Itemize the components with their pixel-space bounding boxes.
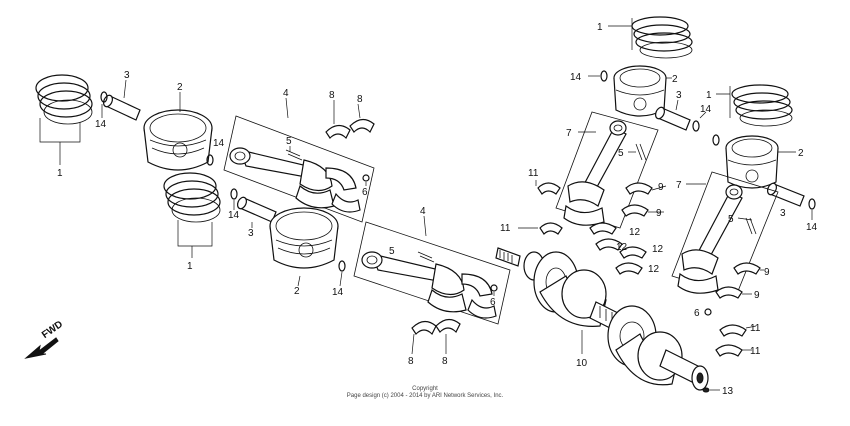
piston-pin-clip-lower-left[interactable] — [230, 188, 238, 200]
rod-nut-lower[interactable] — [490, 284, 498, 292]
callout-3a: 3 — [124, 70, 130, 81]
piston-rings-upper-right[interactable] — [631, 16, 693, 59]
callout-3c: 3 — [676, 90, 682, 101]
rod-bearing-right-lower-a[interactable] — [733, 262, 761, 275]
rod-bearing-right-upper-a[interactable] — [625, 182, 653, 195]
callout-1a: 1 — [57, 168, 63, 179]
piston-rings-upper-left[interactable] — [35, 74, 93, 125]
piston-pin-clip-lower-right[interactable] — [712, 134, 720, 146]
piston-pin-clip-upper-left[interactable] — [100, 91, 108, 103]
piston-pin-lower-left[interactable] — [236, 196, 277, 223]
piston-lower-left[interactable] — [269, 207, 339, 269]
callout-11a: 11 — [528, 168, 539, 179]
callout-6c: 6 — [694, 308, 700, 319]
callout-4b: 4 — [420, 206, 426, 217]
callout-2d: 2 — [798, 148, 804, 159]
callout-11b: 11 — [500, 223, 511, 234]
callout-8b: 8 — [357, 94, 363, 105]
copyright-line: Copyright — [412, 386, 438, 392]
piston-pin-clip-lower-left-2[interactable] — [338, 260, 346, 272]
callout-9d: 9 — [754, 290, 760, 301]
piston-pin-upper-right[interactable] — [654, 106, 691, 131]
callout-11c: 11 — [750, 323, 761, 334]
crankshaft[interactable] — [495, 247, 709, 391]
callout-12d: 12 — [648, 264, 660, 275]
callout-8a: 8 — [329, 90, 335, 101]
piston-pin-clip-upper-right-2[interactable] — [692, 120, 700, 132]
rod-bearing-right-lower-b[interactable] — [715, 286, 743, 299]
callout-11d: 11 — [750, 346, 761, 357]
callout-2b: 2 — [294, 286, 300, 297]
callout-2c: 2 — [672, 74, 678, 85]
rod-nut-right[interactable] — [704, 308, 712, 316]
callout-12c: 12 — [652, 244, 664, 255]
connecting-rod-assembly-lower[interactable] — [353, 221, 511, 325]
rod-bearing-upper-b[interactable] — [349, 118, 375, 134]
connecting-rod-assembly-right-lower[interactable] — [671, 171, 779, 297]
forward-arrow-icon — [24, 337, 59, 359]
rod-bearing-upper-a[interactable] — [325, 124, 351, 140]
rod-nut-upper[interactable] — [362, 174, 370, 182]
callout-8c: 8 — [408, 356, 414, 367]
callout-9a: 9 — [658, 182, 664, 193]
rod-bearing-right-upper-b[interactable] — [621, 204, 649, 217]
callout-3b: 3 — [248, 228, 254, 239]
callout-5d: 5 — [728, 214, 734, 225]
callout-5a: 5 — [286, 136, 292, 147]
rod-bearing-lower-b[interactable] — [435, 318, 461, 334]
main-bearing-lower-a[interactable] — [719, 324, 747, 337]
thrust-washer-c[interactable] — [619, 246, 647, 259]
callout-12a: 12 — [629, 227, 641, 238]
piston-rings-lower-right[interactable] — [731, 84, 793, 127]
piston-pin-clip-lower-right-2[interactable] — [808, 198, 816, 210]
copyright-notice: Page design (c) 2004 - 2014 by ARI Netwo… — [346, 393, 504, 399]
callout-9c: 9 — [764, 267, 770, 278]
piston-pin-upper-left[interactable] — [102, 94, 141, 121]
callout-8d: 8 — [442, 356, 448, 367]
callout-14d: 14 — [332, 287, 344, 298]
piston-pin-clip-upper-right[interactable] — [600, 70, 608, 82]
callout-4a: 4 — [283, 88, 289, 99]
rod-bearing-lower-a[interactable] — [411, 320, 437, 336]
callout-5c: 5 — [618, 148, 624, 159]
main-bearing-upper-a[interactable] — [537, 182, 561, 195]
callout-2a: 2 — [177, 82, 183, 93]
thrust-washer-d[interactable] — [615, 262, 643, 275]
callout-14b: 14 — [213, 138, 225, 149]
main-bearing-lower-b[interactable] — [715, 344, 743, 357]
crank-bolt[interactable] — [702, 387, 710, 393]
callout-14f: 14 — [700, 104, 712, 115]
main-bearing-upper-b[interactable] — [539, 222, 563, 235]
callout-9b: 9 — [656, 208, 662, 219]
callout-14a: 14 — [95, 119, 107, 130]
thrust-washer-a[interactable] — [589, 222, 617, 235]
connecting-rod-assembly-right-upper[interactable] — [555, 111, 659, 229]
callout-13: 13 — [722, 386, 734, 397]
callout-3d: 3 — [780, 208, 786, 219]
piston-pin-lower-right[interactable] — [766, 182, 805, 207]
callout-1b: 1 — [187, 261, 193, 272]
callout-7a: 7 — [566, 128, 572, 139]
callout-6b: 6 — [490, 297, 496, 308]
callout-5b: 5 — [389, 246, 395, 257]
connecting-rod-assembly-upper[interactable] — [223, 115, 375, 223]
callout-14g: 14 — [806, 222, 818, 233]
callout-1d: 1 — [706, 90, 712, 101]
thrust-washer-b[interactable] — [595, 238, 623, 251]
callout-6a: 6 — [362, 187, 368, 198]
callout-14c: 14 — [228, 210, 240, 221]
piston-lower-right[interactable] — [725, 135, 779, 189]
piston-upper-right[interactable] — [613, 65, 667, 117]
callout-1c: 1 — [597, 22, 603, 33]
piston-rings-lower-left[interactable] — [163, 172, 221, 223]
callout-14e: 14 — [570, 72, 582, 83]
callout-12b: 12 — [616, 242, 628, 253]
callout-10: 10 — [576, 358, 588, 369]
piston-upper-left[interactable] — [143, 109, 213, 171]
callout-7b: 7 — [676, 180, 682, 191]
piston-pin-clip-a2[interactable] — [206, 154, 214, 166]
